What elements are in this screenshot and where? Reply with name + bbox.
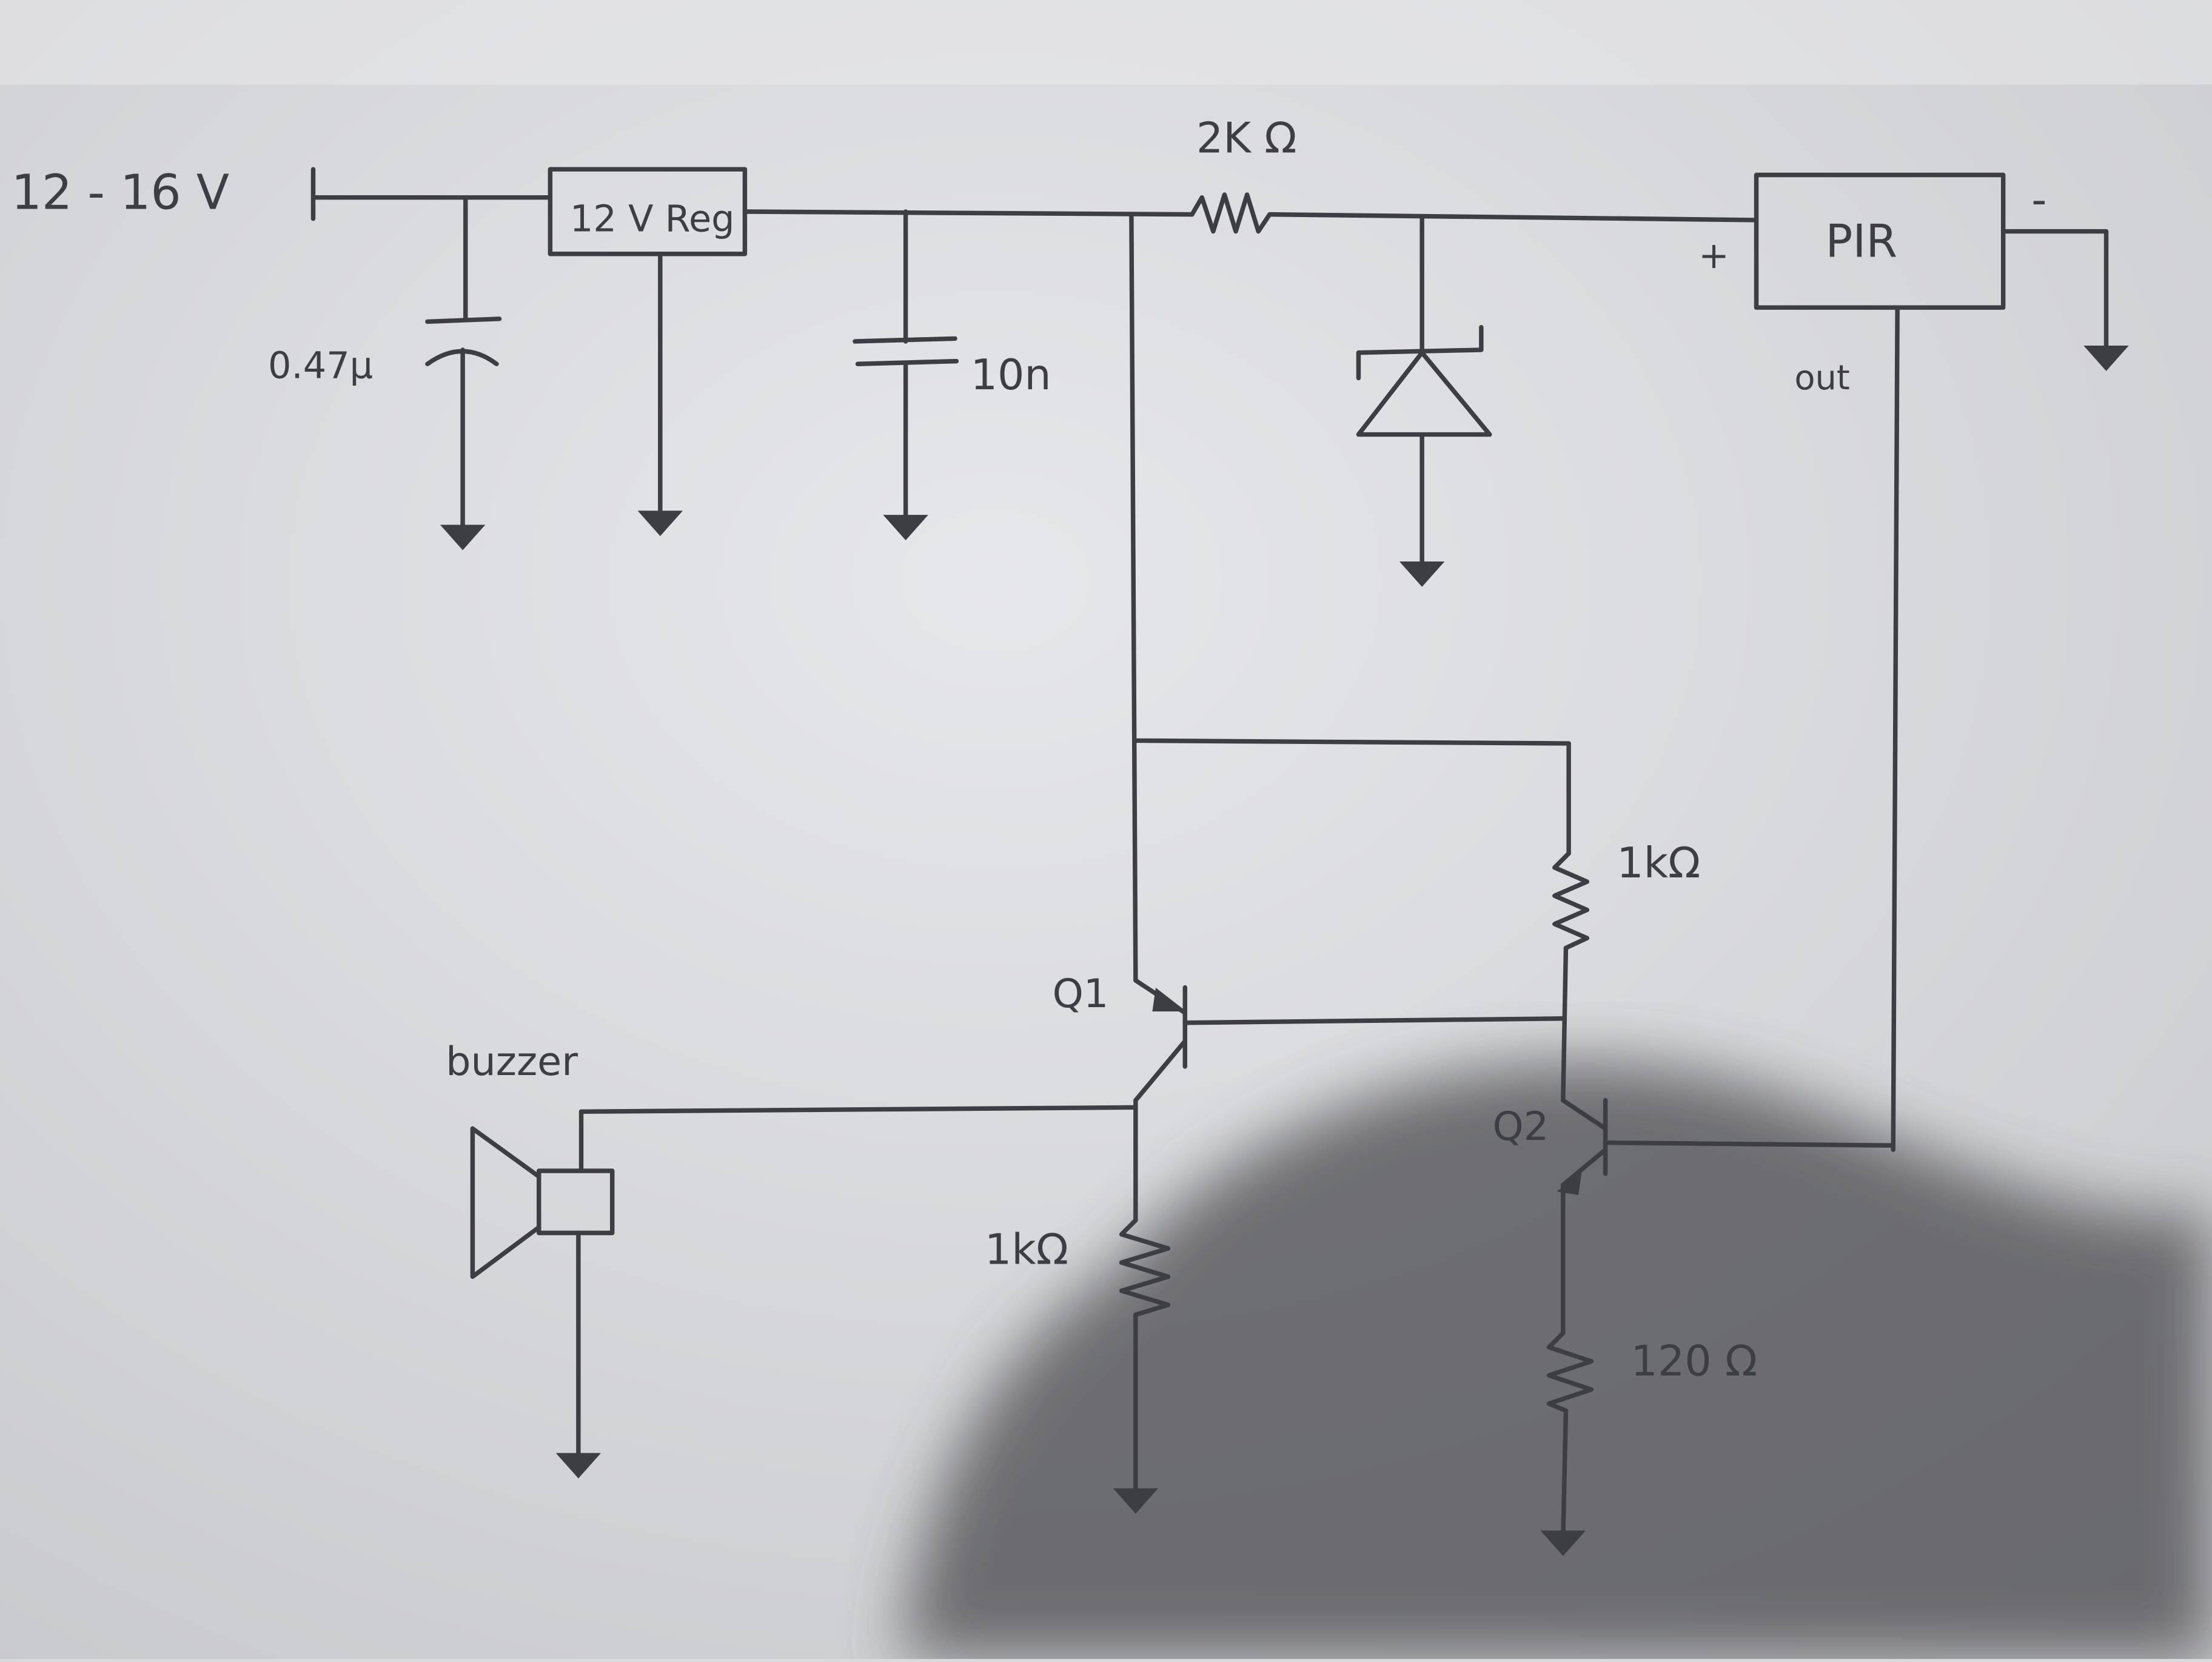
resistor-1k-bottom-label: 1kΩ xyxy=(985,1225,1068,1275)
resistor-2k-label: 2K Ω xyxy=(1196,113,1297,163)
pir-minus-label: - xyxy=(2031,176,2046,225)
paper-top-band xyxy=(0,0,2212,85)
supply-label: 12 - 16 V xyxy=(12,164,229,220)
wires xyxy=(310,167,2109,1540)
hand-shadow xyxy=(902,1061,2212,1659)
pir-label: PIR xyxy=(1826,215,1898,267)
q1-label: Q1 xyxy=(1053,971,1109,1017)
buzzer-label: buzzer xyxy=(446,1039,578,1085)
q2-label: Q2 xyxy=(1492,1104,1549,1150)
regulator-label: 12 V Reg xyxy=(570,198,735,241)
cap-large-label: 10n xyxy=(971,350,1051,400)
resistor-1k-top-label: 1kΩ xyxy=(1617,839,1700,888)
q1-arrow-icon xyxy=(1152,987,1187,1012)
transistor-arrows xyxy=(1152,987,1582,1195)
cap-small-label: 0.47μ xyxy=(268,345,373,387)
resistor-120-label: 120 Ω xyxy=(1631,1336,1757,1386)
pir-out-label: out xyxy=(1794,358,1849,398)
q2-arrow-icon xyxy=(1557,1170,1582,1195)
pir-plus-label: + xyxy=(1698,235,1729,277)
